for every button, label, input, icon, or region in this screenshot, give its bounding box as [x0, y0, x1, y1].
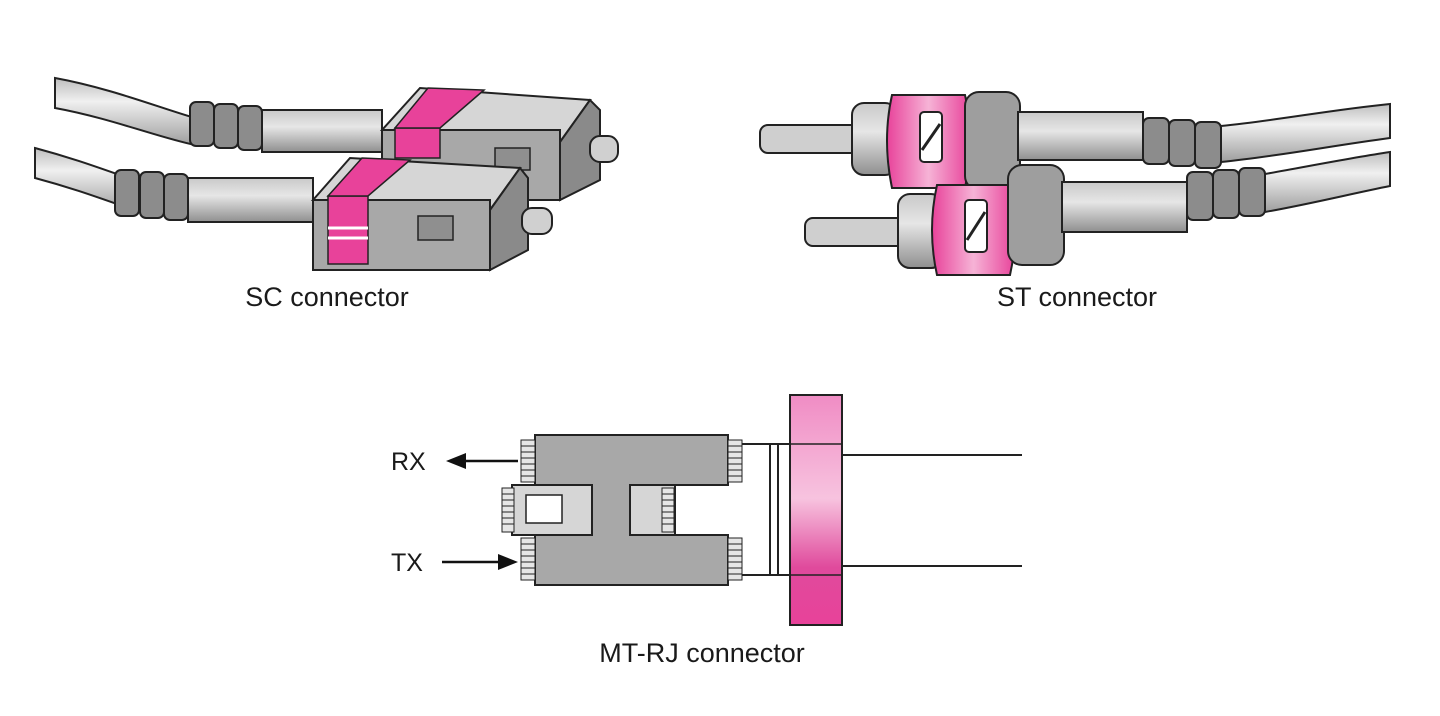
st-connector-caption: ST connector	[997, 282, 1157, 312]
mtrj-connector-illustration	[442, 394, 1022, 626]
tx-label: TX	[391, 549, 423, 577]
mtrj-connector-caption: MT-RJ connector	[599, 638, 805, 668]
sc-connector-caption: SC connector	[245, 282, 409, 312]
sc-connector-illustration	[34, 76, 619, 272]
rx-label: RX	[391, 448, 426, 476]
st-connector-illustration	[759, 91, 1391, 276]
